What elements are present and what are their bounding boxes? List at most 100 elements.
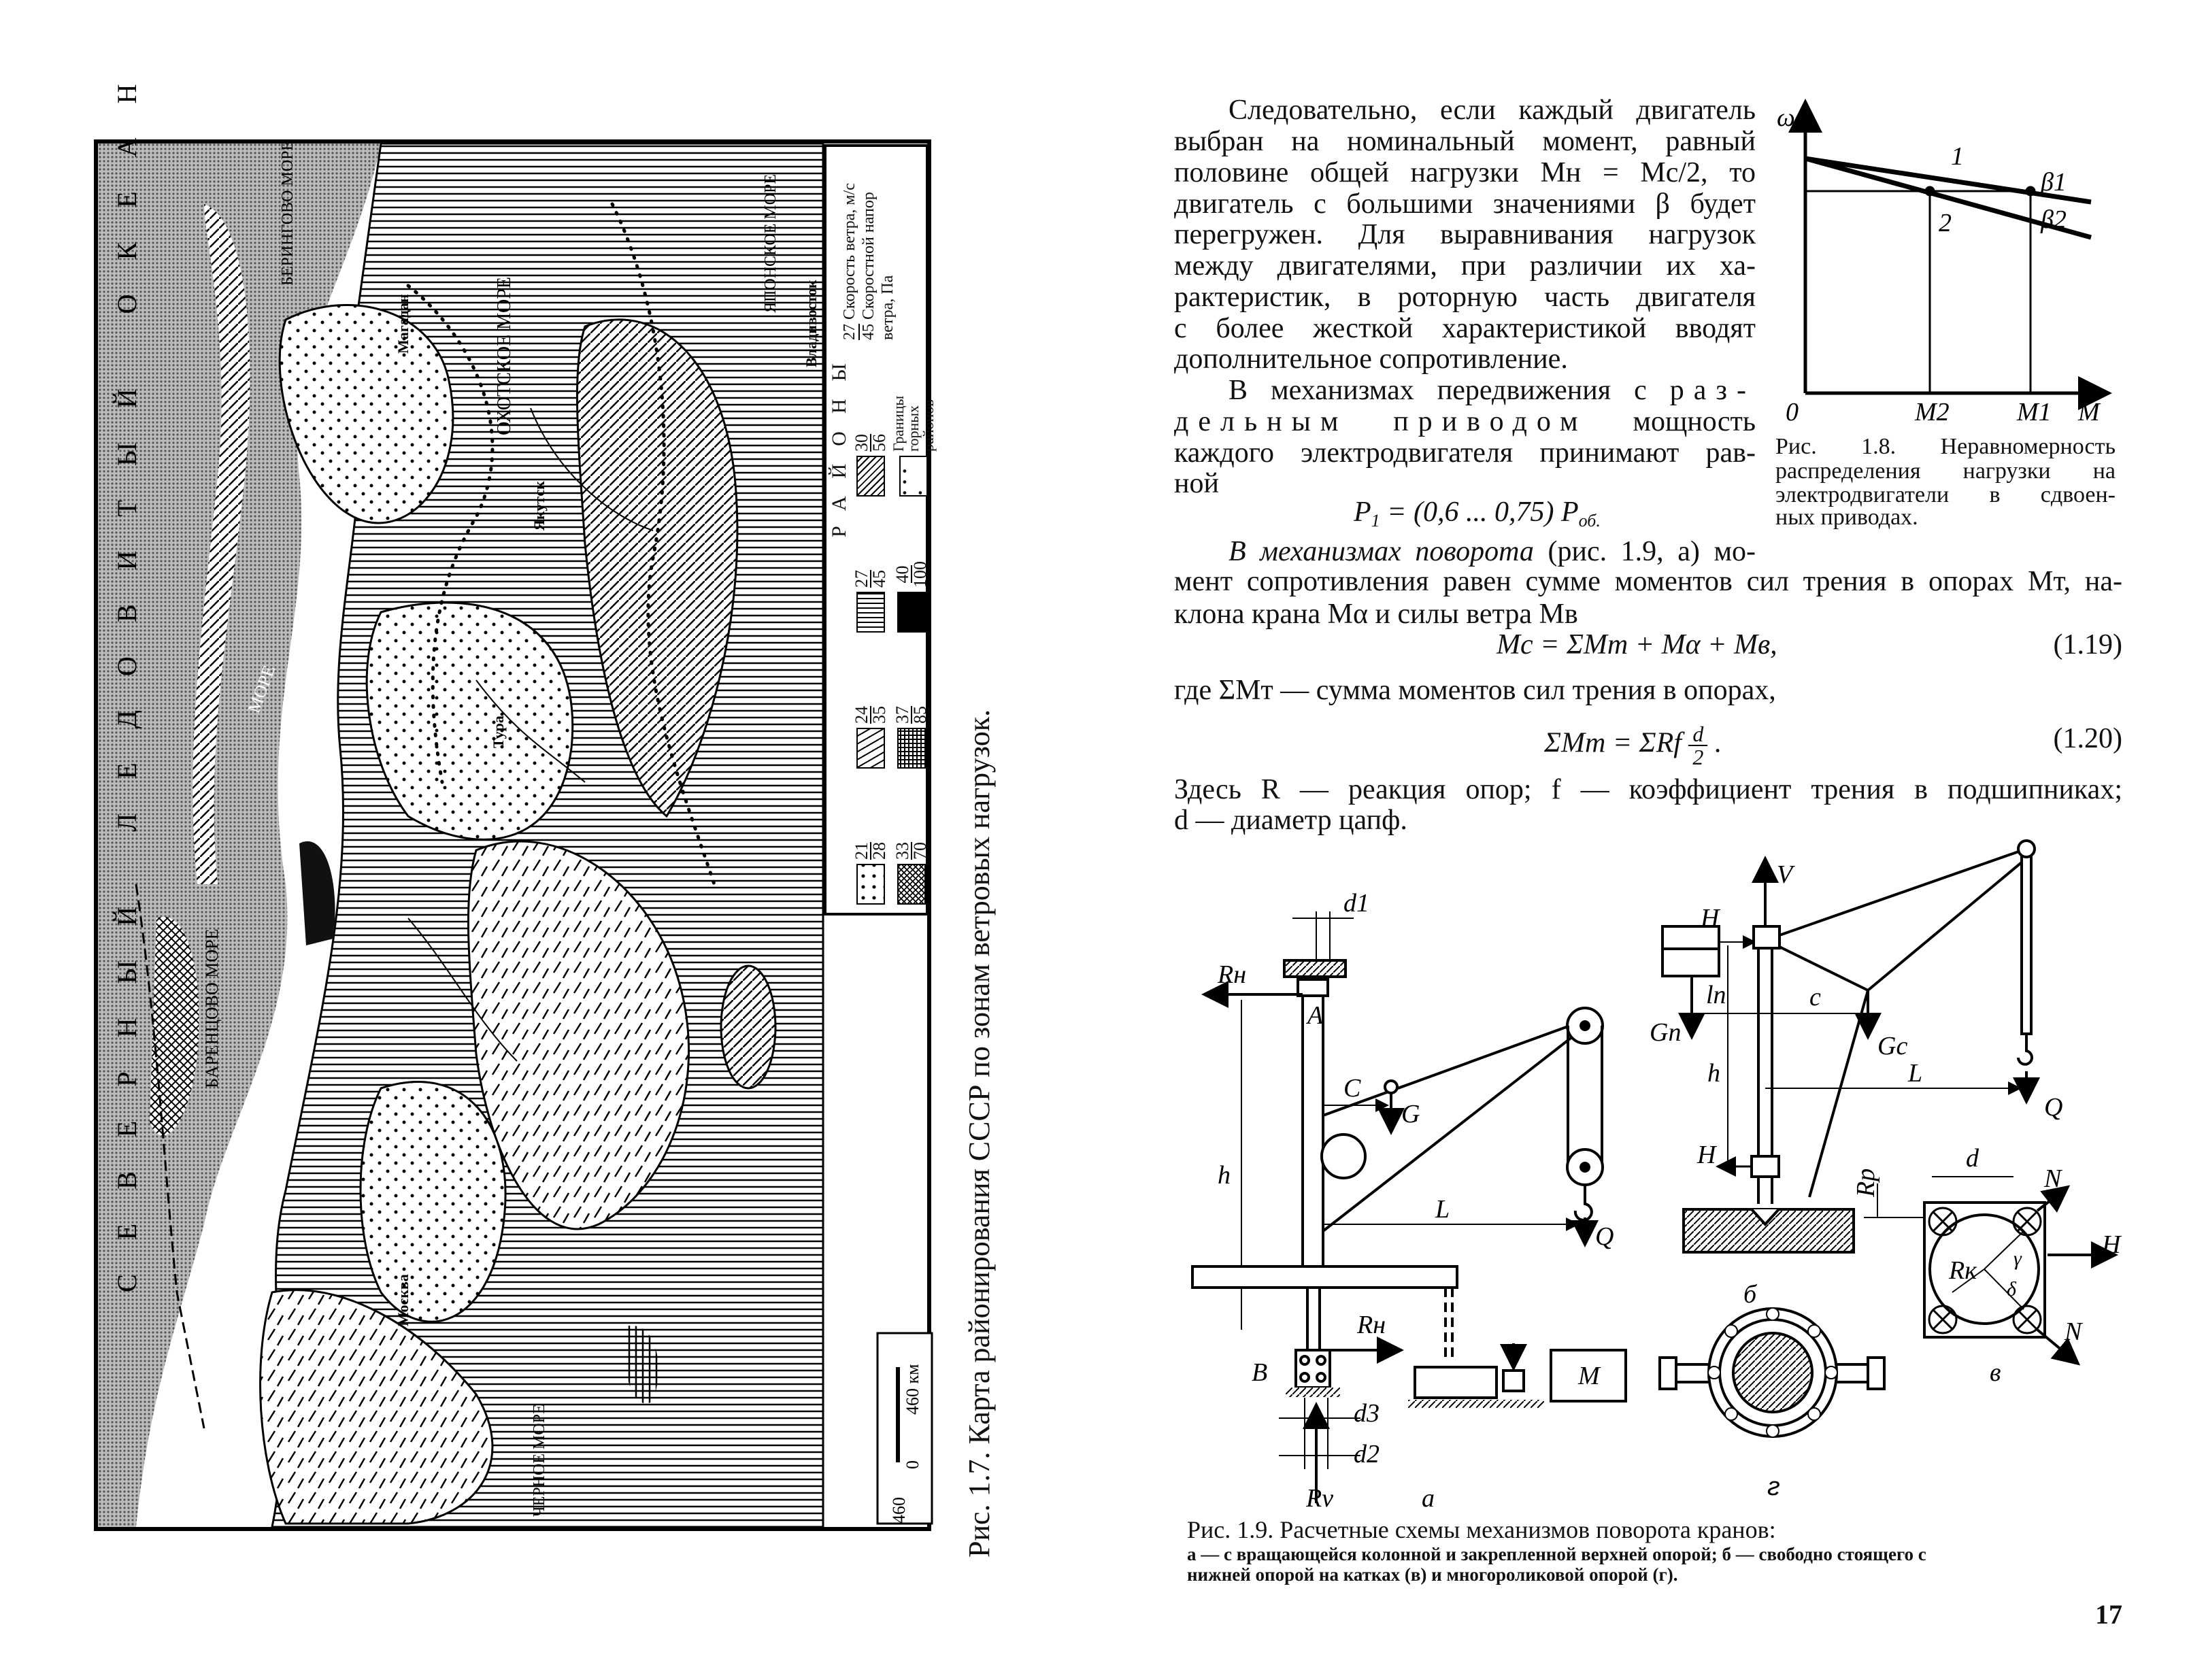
body-line: рактеристик, в роторную часть двигателя [1174, 282, 1756, 313]
svg-text:N: N [2043, 1164, 2063, 1193]
zone-crosshatch [150, 916, 199, 1136]
legend-mountain-borders: • • • •Границы горных районов [890, 395, 937, 497]
svg-text:H: H [2101, 1230, 2122, 1259]
body-line: В механизмах передвижения с раз- [1229, 375, 1756, 406]
body-line: d — диаметр цапф. [1174, 805, 1407, 836]
equation-number: (1.20) [2053, 723, 2122, 754]
fig-1-9b-freestanding-crane [1661, 839, 2040, 1254]
body-line: Здесь R — реакция опор; f — коэффициент … [1174, 774, 2122, 805]
zone-diagonal-lake [720, 964, 777, 1090]
svg-text:N: N [2064, 1317, 2084, 1346]
zone-dots-1 [278, 304, 454, 524]
body-line: В механизмах поворота (рис. 1.9, а) мо- [1229, 536, 1756, 567]
zone-dots-3 [359, 1081, 507, 1323]
formula-1-19: Mс = ΣMт + Mα + Mв, [1497, 629, 1777, 660]
fig-1-8-caption: Рис. 1.8. Неравномерность [1775, 434, 2116, 459]
svg-text:d2: d2 [1354, 1440, 1380, 1468]
fig-1-8-graph [1788, 99, 2112, 410]
svg-text:L: L [1435, 1195, 1450, 1224]
svg-text:а: а [1422, 1484, 1435, 1513]
city-tura: Тура [490, 716, 507, 748]
fig-1-9-caption-detail: нижней опорой на катках (в) и многоролик… [1187, 1564, 1678, 1585]
body-line: с более жесткой характеристикой вводят [1174, 313, 1756, 344]
body-line: где ΣMт — сумма моментов сил трения в оп… [1174, 675, 1776, 706]
svg-text:d3: d3 [1354, 1399, 1380, 1428]
ocean-label: СЕВЕРНЫЙ ЛЕДОВИТЫЙ ОКЕАН [112, 50, 142, 1292]
body-line: между двигателями, при различии их ха- [1174, 250, 1756, 282]
svg-text:Q: Q [2044, 1093, 2062, 1122]
svg-text:Rv: Rv [1305, 1484, 1333, 1513]
zone-diagonal-2 [575, 318, 739, 818]
svg-text:δ: δ [2007, 1278, 2017, 1300]
svg-text:H: H [1697, 1141, 1718, 1169]
fig-1-8-caption: электродвигатели в сдвоен- [1775, 482, 2116, 507]
fig-1-9-caption: Рис. 1.9. Расчетные схемы механизмов пов… [1187, 1516, 1776, 1543]
fig-1-8-caption: ных приводах. [1775, 505, 1918, 530]
zone-grid [624, 1325, 658, 1404]
zone-dark [299, 841, 335, 945]
legend-key: 27 Скорость ветра, м/с 45 Скоростной нап… [841, 183, 897, 340]
svg-text:460 км: 460 км [903, 1364, 922, 1415]
fig-1-9-caption-detail: а — с вращающейся колонной и закрепленно… [1187, 1544, 1926, 1564]
body-line: перегружен. Для выравнивания нагрузок [1174, 219, 1756, 250]
zone-diagonal-3 [259, 1289, 494, 1525]
omega-label: ω [1777, 103, 1795, 132]
svg-text:г: г [1767, 1473, 1780, 1501]
body-line: мент сопротивления равен сумме моментов … [1174, 566, 2122, 597]
svg-text:c: c [1809, 983, 1821, 1011]
svg-text:V: V [1777, 860, 1795, 889]
svg-text:Rн: Rн [1217, 960, 1246, 989]
body-line: дополнительное сопротивление. [1174, 343, 1568, 375]
svg-text:в: в [1990, 1358, 2001, 1387]
mountain-border [610, 202, 716, 886]
sea-label-okhotsk: ОХОТСКОЕ МОРЕ [494, 277, 515, 435]
svg-text:0: 0 [903, 1460, 922, 1469]
zone-diagonal-1 [467, 840, 690, 1230]
ocean-area [98, 144, 381, 1527]
svg-text:460: 460 [889, 1497, 909, 1524]
city-moscow: Москва [395, 1274, 412, 1326]
svg-text:lп: lп [1706, 981, 1726, 1009]
city-vladivostok: Владивосток [803, 280, 820, 367]
origin-label: 0 [1786, 398, 1799, 426]
body-line: каждого электродвигателя принимают рав- [1174, 437, 1756, 469]
curve-2 [1805, 156, 2092, 240]
fig-1-9a-rotating-column-crane [1191, 911, 1627, 1503]
svg-text:Gc: Gc [1877, 1032, 1907, 1060]
fig-1-9v-roller-support [1864, 1176, 2118, 1366]
zone-dots-2 [365, 601, 574, 841]
wind-zone-map [94, 139, 931, 1531]
fig-1-9g-multi-roller-support [1658, 1307, 1886, 1438]
map-scale-bar: 0 460 км 460 [876, 1332, 933, 1525]
svg-text:h: h [1218, 1161, 1231, 1190]
fig-1-8-caption: распределения нагрузки на [1775, 458, 2116, 484]
svg-text:γ: γ [2013, 1247, 2022, 1270]
body-line: Следовательно, если каждый двигатель [1229, 95, 1756, 126]
svg-text:Rp: Rp [1852, 1169, 1880, 1198]
svg-text:L: L [1907, 1059, 1922, 1088]
zone-coast-diagonal [193, 204, 250, 884]
svg-text:M: M [1577, 1362, 1601, 1390]
sea-label-japan: ЯПОНСКОЕ МОРЕ [762, 174, 780, 313]
m-axis-label: M [2077, 398, 2101, 426]
m2-label: M2 [1914, 398, 1950, 426]
body-line: клона крана Mα и силы ветра Mв [1174, 599, 1578, 630]
formula-p1: P1 = (0,6 ... 0,75) Pоб. [1354, 497, 1601, 531]
fig-1-7-caption: Рис. 1.7. Карта районирования СССР по зо… [963, 709, 996, 1558]
svg-text:б: б [1743, 1280, 1758, 1309]
body-line: дельным приводом мощность [1174, 406, 1756, 437]
sea-label-barents: БАРЕНЦОВО МОРЕ [202, 928, 222, 1088]
svg-text:H: H [1700, 904, 1721, 933]
body-line: выбран на номинальный момент, равный [1174, 126, 1756, 157]
page-number: 17 [2095, 1599, 2122, 1630]
beta2-label: β2 [2040, 205, 2067, 234]
m1-label: M1 [2016, 398, 2052, 426]
city-yakutsk: Якутск [531, 481, 548, 531]
